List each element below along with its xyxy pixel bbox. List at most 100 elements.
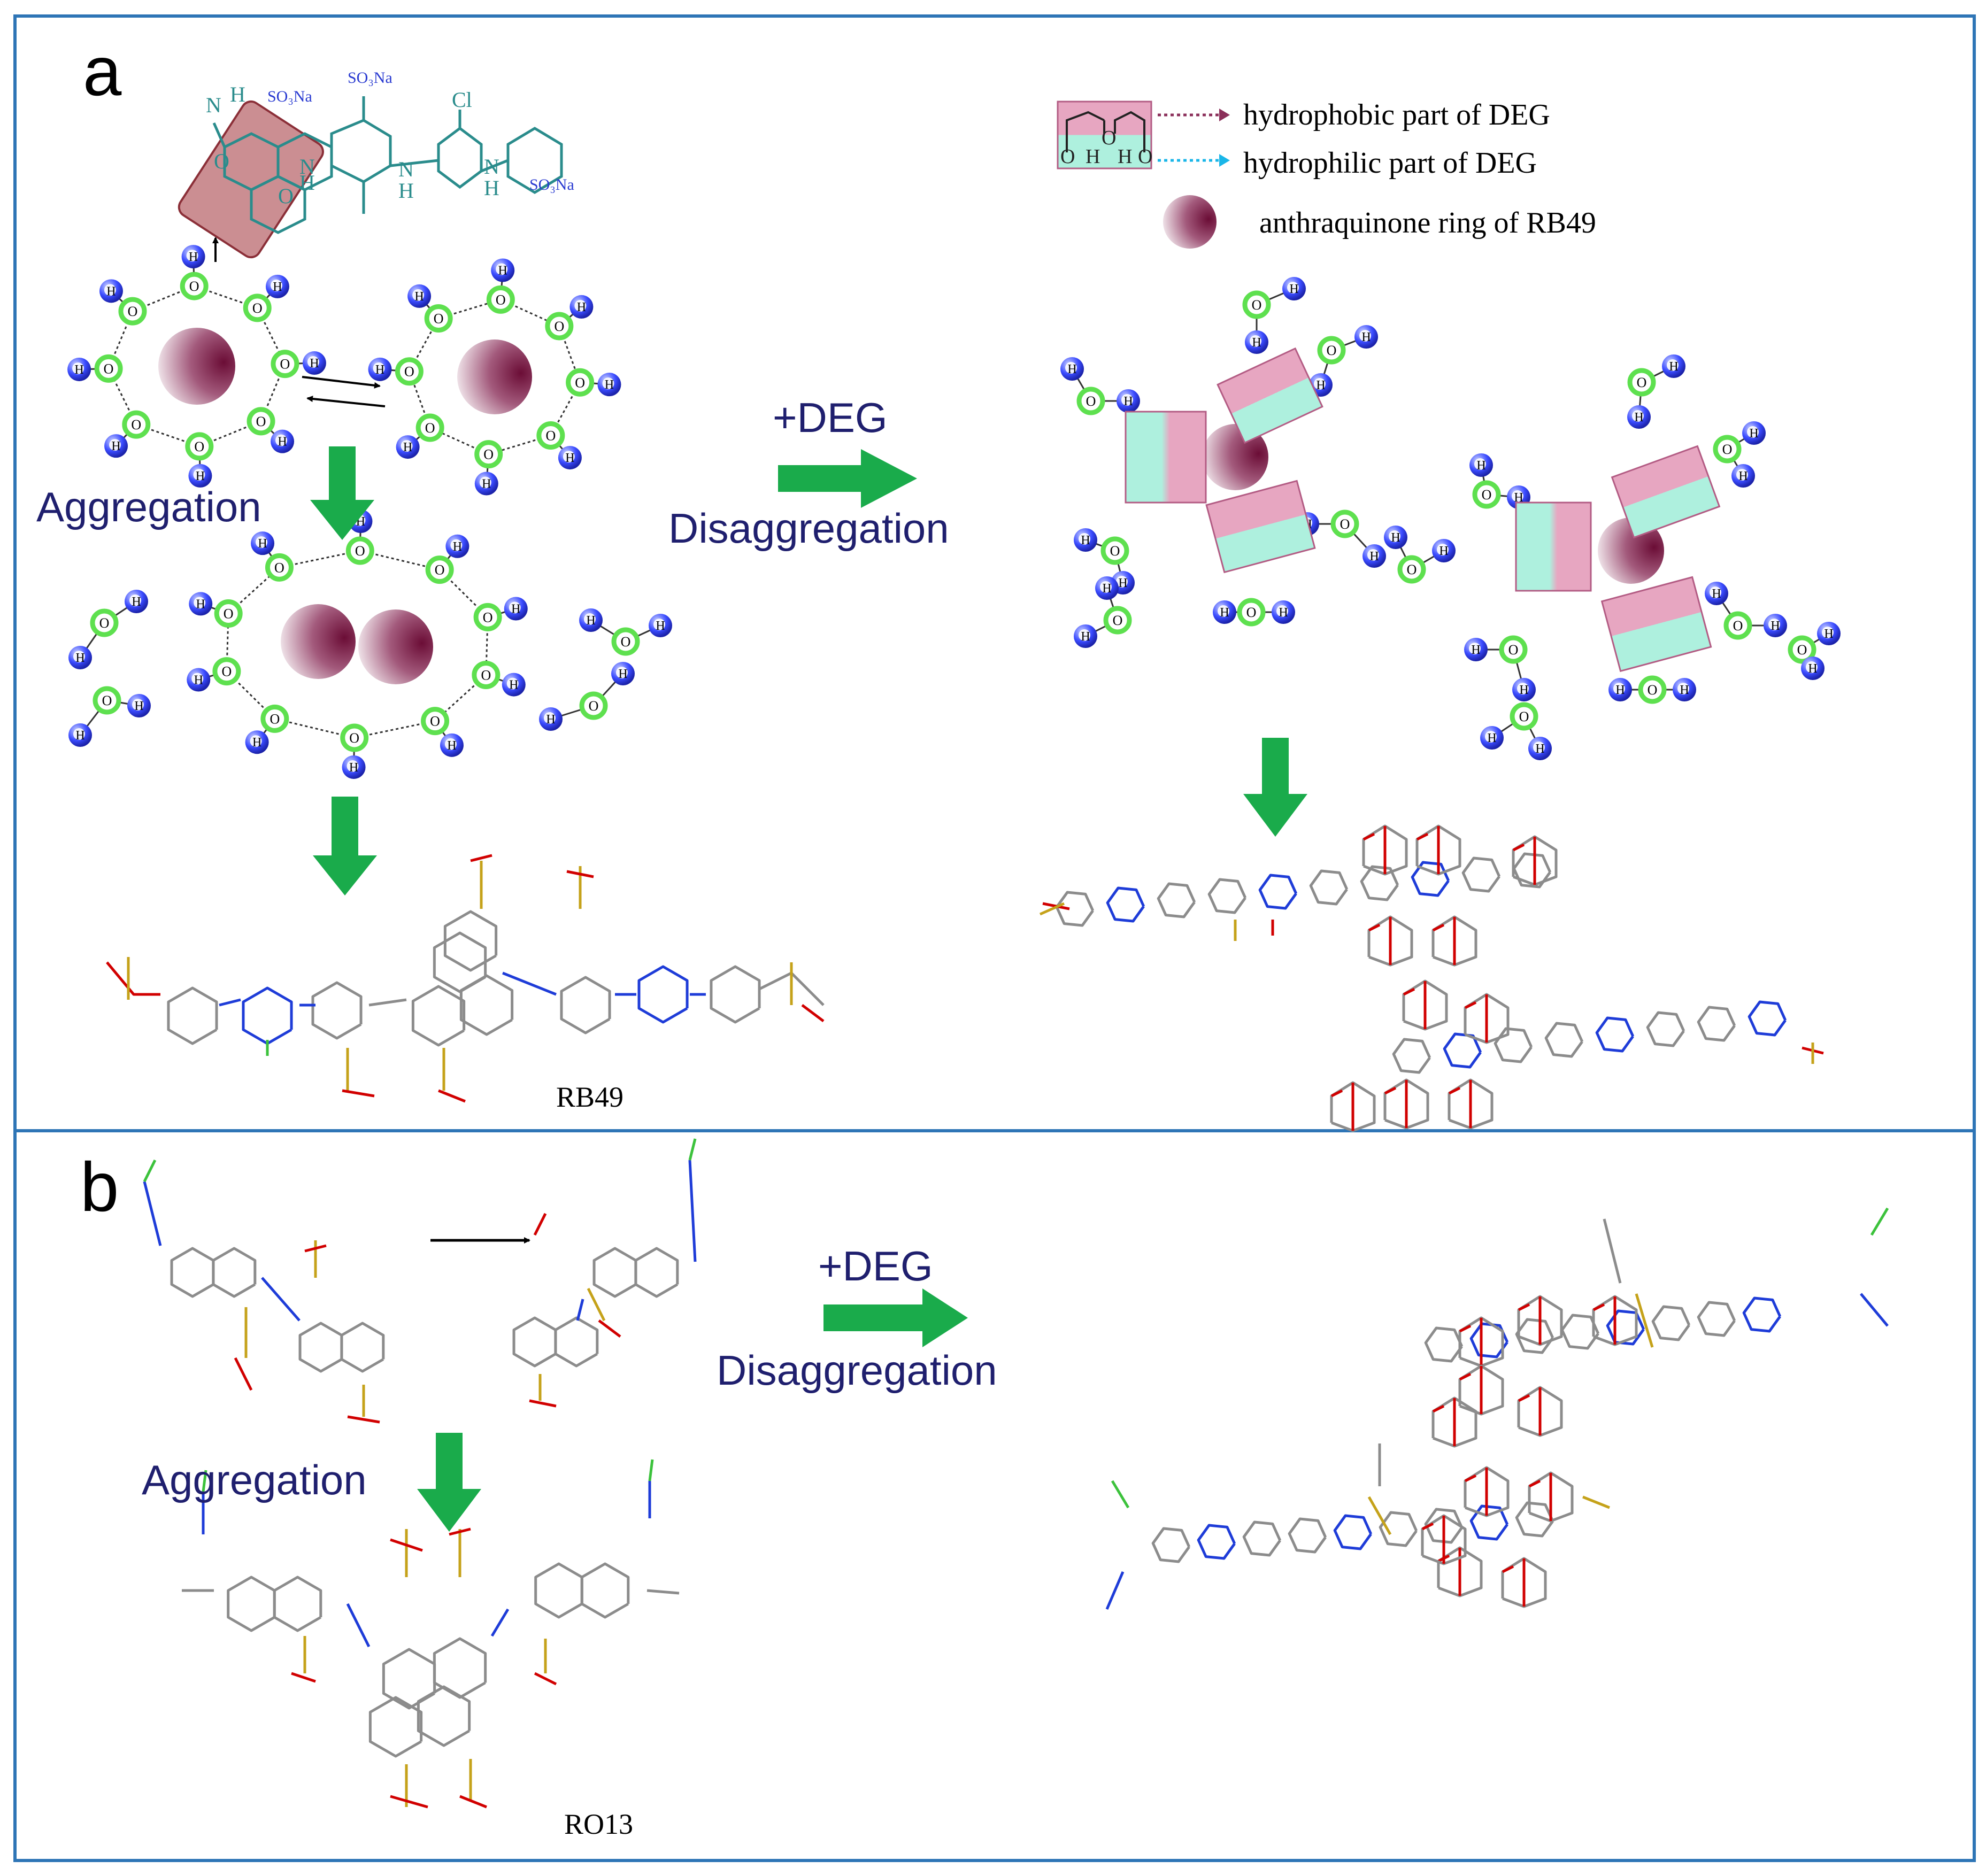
hydrogen-atom-highlight [1677, 683, 1689, 694]
oxygen-atom-icon [94, 354, 123, 383]
oxygen-label: O [554, 319, 564, 334]
hydrogen-atom-highlight [1485, 731, 1497, 743]
stick-bond [234, 1357, 253, 1391]
hydrogen-label: H [189, 250, 198, 264]
hydrogen-atom-highlight [373, 362, 385, 374]
hydrogen-atom-highlight [602, 377, 614, 390]
oxygen-label: O [404, 364, 414, 380]
hydrogen-label: H [1749, 427, 1758, 441]
hydrogen-label: H [403, 441, 412, 454]
stick-bond [598, 1319, 621, 1338]
stick-bond [368, 1696, 423, 1758]
stick-bond [1592, 1303, 1605, 1311]
stick-models [106, 824, 1889, 1809]
stick-bond [1424, 1326, 1464, 1363]
atom-label: O [1060, 145, 1075, 168]
stick-bond [1416, 832, 1429, 841]
stick-bond [390, 1795, 428, 1809]
oxygen-label: O [434, 311, 444, 326]
stick-bond [1197, 1524, 1236, 1560]
hydrogen-atom-highlight [275, 434, 288, 446]
oxygen-label: O [483, 447, 494, 462]
hydrogen-atom-highlight [129, 595, 141, 606]
ring-sphere-icon [158, 328, 235, 405]
stick-bond [1742, 1296, 1782, 1333]
equilibrium-arrows [302, 376, 386, 407]
hydrogen-atom-highlight [1667, 359, 1679, 371]
oxygen-atom-icon [474, 440, 503, 469]
stick-bond [1151, 1527, 1191, 1563]
stick-bond [1432, 923, 1445, 932]
legend-ring-icon [1163, 195, 1217, 249]
stick-bond [1459, 1372, 1472, 1381]
stick-bond [1368, 923, 1381, 932]
oxygen-atom-icon [421, 707, 450, 736]
panel-a-label: a [83, 32, 122, 110]
oxygen-label: O [621, 634, 631, 650]
stick-bond [1367, 1496, 1392, 1535]
stick-bond [534, 1562, 583, 1619]
oxygen-atom-icon [1100, 536, 1129, 565]
stick-bond [1157, 882, 1196, 918]
stick-bond [1748, 1000, 1787, 1037]
oxygen-label: O [425, 420, 435, 436]
hydrogen-atom-highlight [1517, 683, 1529, 694]
stick-bond [1258, 874, 1298, 910]
stick-bond [1111, 1480, 1130, 1509]
oxygen-label: O [435, 562, 445, 578]
down-arrow-icon [310, 446, 374, 540]
label-so3na: SO₃Na [267, 88, 312, 105]
stick-bond [1106, 886, 1145, 923]
hydrogen-atom-highlight [109, 439, 121, 451]
hydrogen-label: H [349, 761, 358, 775]
hydrogen-atom-highlight [653, 619, 665, 630]
stick-bond [1528, 1479, 1541, 1488]
stick-bond [346, 1603, 371, 1648]
legend-hydrophilic: hydrophilic part of DEG [1243, 146, 1537, 180]
hydrogen-label: H [258, 537, 267, 551]
oxygen-atom-icon [1397, 555, 1426, 584]
oxygen-label: O [1252, 297, 1262, 313]
hydrogen-atom-highlight [1710, 586, 1721, 598]
oxygen-atom-icon [1103, 606, 1132, 635]
oxygen-label: O [104, 361, 114, 376]
hydrogen-label: H [1634, 411, 1643, 424]
label-o: O [214, 149, 229, 173]
hydrogen-atom-highlight [1287, 282, 1299, 294]
hydrogen-atom-highlight [1218, 605, 1229, 617]
hydrogen-label: H [1476, 459, 1485, 473]
hydrogen-label: H [1514, 491, 1523, 505]
hydrogen-label: H [656, 619, 665, 633]
hydrogen-label: H [1519, 683, 1528, 697]
oxygen-atom-icon [247, 407, 275, 436]
stick-bond [646, 1589, 680, 1595]
stick-bond [1646, 1011, 1685, 1047]
down-arrow-icon [417, 1433, 481, 1532]
stick-bond [1860, 1293, 1889, 1327]
label-h: H [484, 176, 499, 200]
ring-sphere-icon [1202, 424, 1268, 490]
stick-bond [1432, 1404, 1445, 1413]
stick-bond [143, 1159, 157, 1183]
hydrogen-label: H [106, 284, 116, 298]
stick-bond [298, 1322, 343, 1373]
hydrogen-atom-highlight [616, 667, 628, 678]
stick-bond [1242, 1520, 1282, 1557]
hydrogen-label: H [375, 363, 384, 377]
stick-bond [801, 1004, 825, 1022]
compound-label-ro13: RO13 [564, 1808, 633, 1840]
deg-molecule-boxes [1125, 347, 1721, 673]
hydrogen-label: H [1535, 742, 1544, 756]
hydrogen-label: H [453, 540, 462, 554]
oxygen-atom-icon [265, 553, 294, 582]
green-arrows-a [310, 446, 1307, 895]
oxygen-atom-icon [545, 312, 574, 341]
stick-bond [1512, 843, 1525, 852]
deg-box [1515, 501, 1592, 592]
hydrogen-atom-highlight [270, 279, 282, 291]
hydrogen-atom-highlight [132, 699, 144, 711]
oxygen-label: O [575, 375, 585, 390]
stick-bond [304, 1244, 327, 1253]
